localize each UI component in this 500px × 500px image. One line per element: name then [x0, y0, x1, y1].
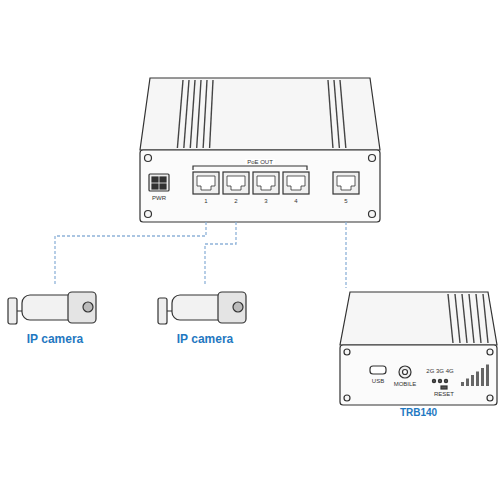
- switch-front: [140, 150, 380, 222]
- poe-switch: PoE OUT: [140, 150, 380, 222]
- usb-port: [370, 366, 386, 374]
- power-pin: [160, 184, 166, 189]
- port-label: RESET: [434, 391, 454, 398]
- port-number: 2: [234, 198, 237, 205]
- screw: [145, 155, 152, 162]
- port-number: 1: [204, 198, 207, 205]
- port-number: 5: [344, 198, 347, 205]
- port-number: 3: [264, 198, 267, 205]
- power-pin: [152, 177, 158, 182]
- network-cable: [55, 222, 206, 285]
- poe-switch-drawing: [140, 78, 380, 222]
- port-label: PWR: [152, 195, 166, 202]
- device-name: IP camera: [155, 333, 255, 346]
- ethernet-ports: [193, 172, 359, 194]
- screw: [145, 211, 152, 218]
- power-pin: [160, 177, 166, 182]
- port-number: 4: [294, 198, 297, 205]
- router-device: TRB140: [340, 288, 497, 420]
- cooling-fins: [177, 80, 345, 148]
- reset-button: [441, 386, 447, 389]
- switch-top: [140, 78, 380, 150]
- trb140-drawing: [340, 292, 497, 405]
- power-connector: [149, 174, 169, 191]
- ip-camera: IP camera: [155, 285, 255, 349]
- ip-camera-drawing: [158, 292, 246, 324]
- port-label: USB: [372, 378, 384, 385]
- port-label: 2G 3G 4G: [426, 368, 453, 375]
- network-cable: [345, 222, 346, 288]
- screw: [369, 211, 376, 218]
- ip-camera-drawing: [8, 292, 96, 324]
- group-label: PoE OUT: [230, 159, 290, 166]
- port-label: MOBILE: [394, 381, 417, 388]
- device-name: IP camera: [5, 333, 105, 346]
- ip-camera: IP camera: [5, 285, 105, 349]
- network-cable: [205, 222, 236, 285]
- signal-bars: [461, 365, 489, 387]
- screw: [369, 155, 376, 162]
- mobile-connector: [399, 366, 411, 378]
- poe-bracket: [193, 166, 307, 170]
- power-pin: [152, 184, 158, 189]
- device-name: TRB140: [340, 407, 497, 418]
